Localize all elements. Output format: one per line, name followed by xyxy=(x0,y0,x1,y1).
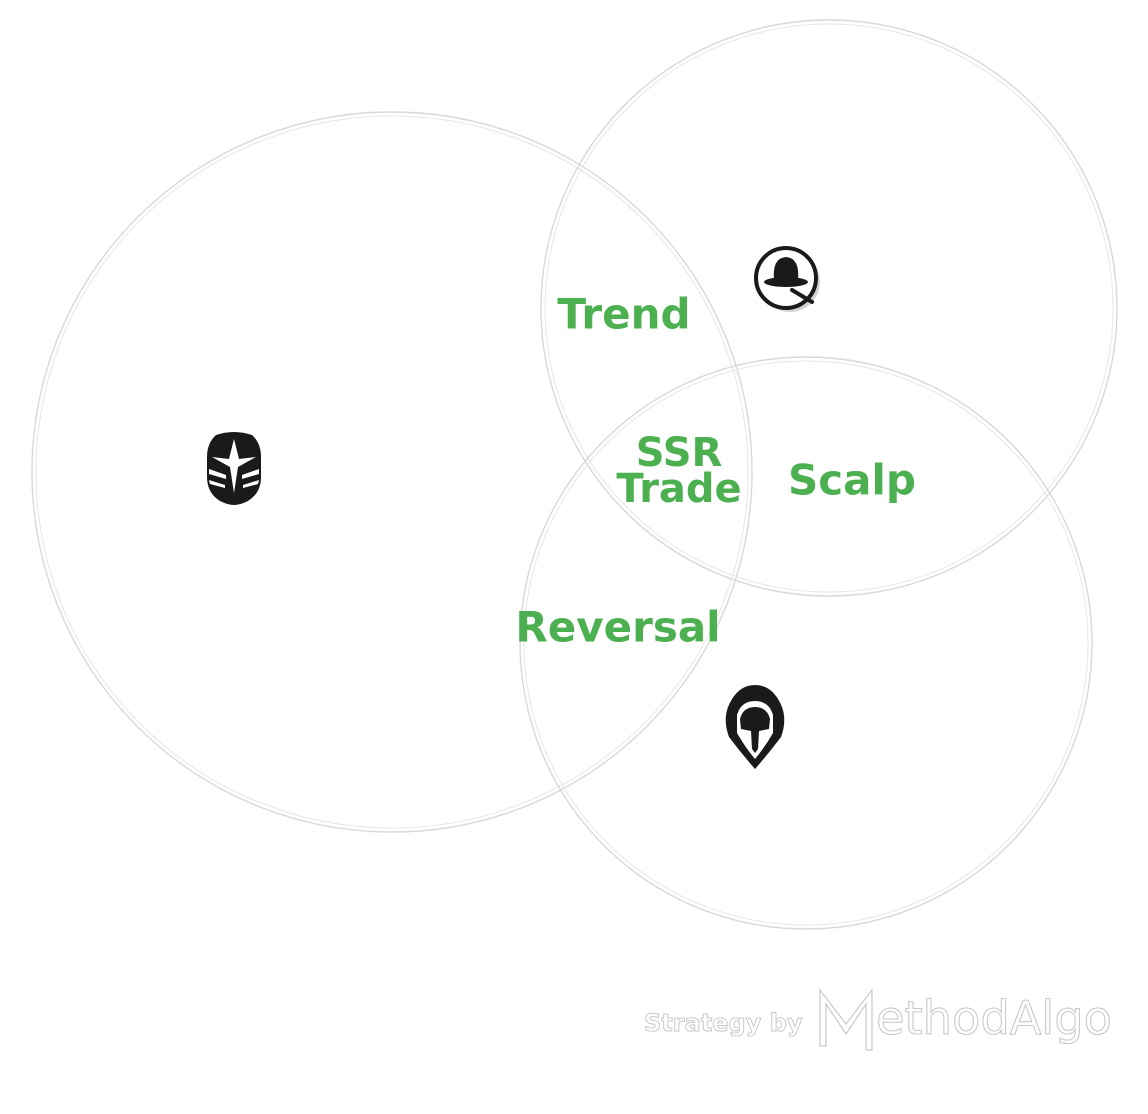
center-label-line1: SSR xyxy=(636,430,723,476)
bowler-hat-icon xyxy=(754,246,820,312)
top-circle xyxy=(540,19,1118,597)
center-label-line2: Trade xyxy=(616,466,741,512)
left-circle xyxy=(31,111,753,833)
hooded-figure-icon xyxy=(725,685,785,769)
bottom-circle xyxy=(519,356,1093,930)
knight-helmet-icon xyxy=(207,432,261,505)
reversal-label: Reversal xyxy=(515,603,720,652)
trend-label: Trend xyxy=(557,290,690,339)
methodalgo-logo: ethodAlgo xyxy=(819,988,1113,1051)
footer-prefix: Strategy by xyxy=(644,1009,803,1037)
scalp-label: Scalp xyxy=(788,456,916,505)
footer-brand: ethodAlgo xyxy=(876,991,1112,1045)
